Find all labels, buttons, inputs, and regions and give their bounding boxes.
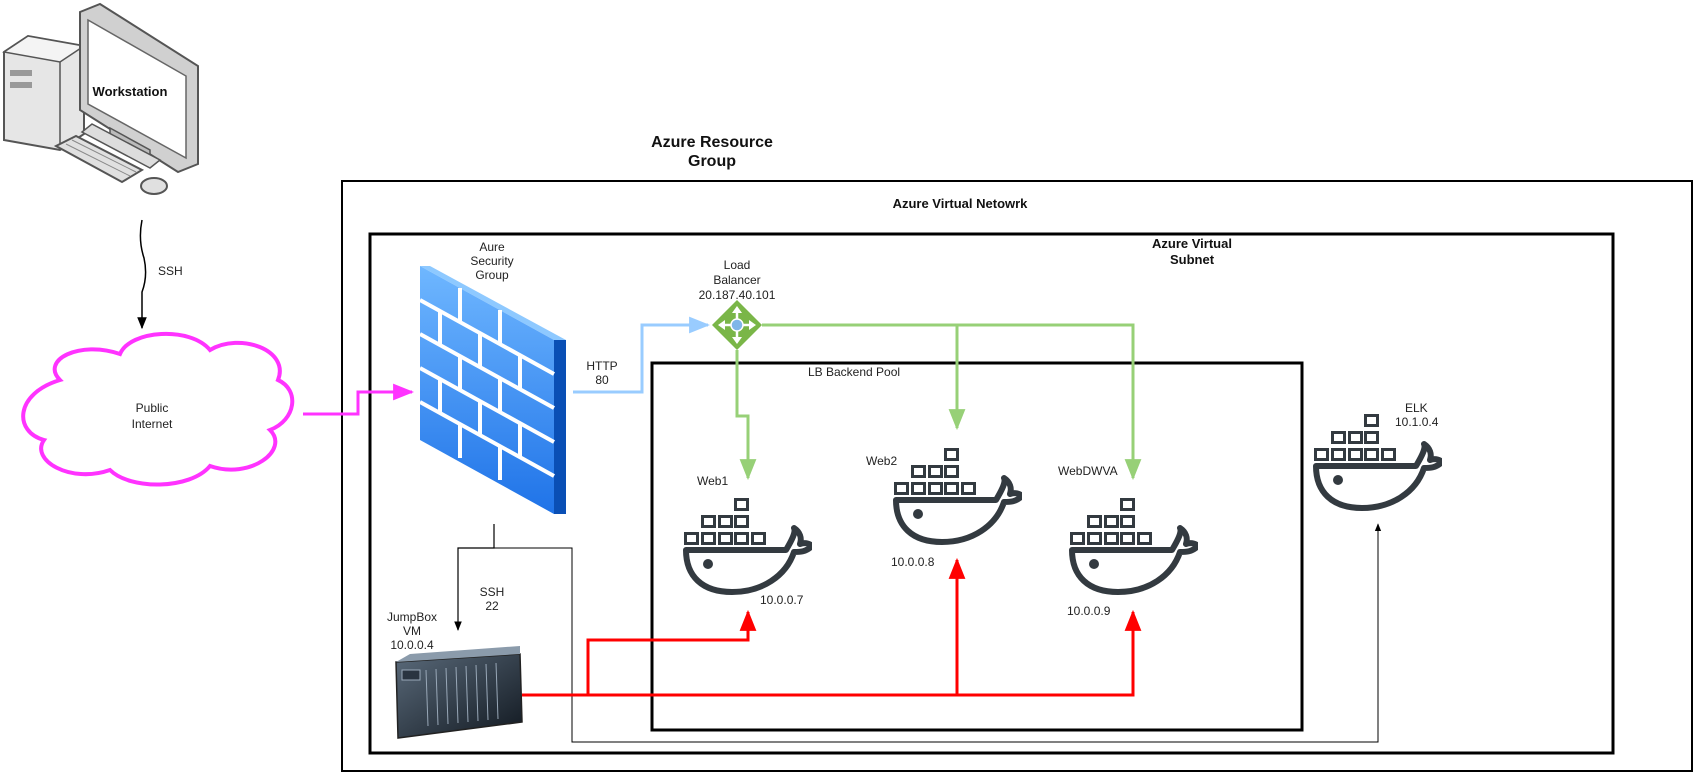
backend-pool-boundary (650, 361, 1304, 732)
workstation-label: Workstation (93, 84, 168, 99)
firewall-icon (419, 266, 566, 514)
ssh22-label-2: 22 (485, 599, 499, 613)
nsg-label-1: Aure (479, 240, 505, 254)
lb-to-webdvwa-link (957, 323, 1142, 481)
public-internet-label-1: Public (136, 401, 169, 415)
docker-icon (1070, 498, 1198, 592)
backend-pool-label: LB Backend Pool (808, 365, 900, 379)
resource-group-label-1: Azure Resource (651, 134, 773, 151)
web2-name-label: Web2 (866, 454, 897, 468)
public-internet-label-2: Internet (132, 417, 173, 431)
nsg-label-2: Security (470, 254, 513, 268)
jumpbox-ip-label: 10.0.0.4 (390, 638, 434, 652)
webdvwa-name-label: WebDWVA (1058, 464, 1118, 478)
workstation-icon (2, 2, 199, 195)
http-link (573, 316, 711, 394)
http-label-2: 80 (595, 373, 609, 387)
elk-ip-label: 10.1.0.4 (1395, 415, 1439, 429)
resource-group-label-2: Group (688, 153, 736, 170)
http-label-1: HTTP (586, 359, 617, 373)
ssh22-link (454, 524, 495, 631)
jumpbox-to-webdvwa-link (522, 609, 1142, 697)
lb-label-1: Load (724, 258, 751, 272)
nsg-label-3: Group (475, 268, 509, 282)
load-balancer-icon (712, 300, 762, 350)
webdvwa-ip-label: 10.0.0.9 (1067, 604, 1111, 618)
lb-to-web1-link (735, 350, 757, 481)
web1-ip-label: 10.0.0.7 (760, 593, 804, 607)
web2-ip-label: 10.0.0.8 (891, 555, 935, 569)
ssh22-label-1: SSH (480, 585, 505, 599)
internet-to-nsg-link (303, 383, 415, 416)
virtual-subnet-label-1: Azure Virtual (1152, 236, 1232, 251)
jumpbox-label-1: JumpBox (387, 610, 437, 624)
jumpbox-to-elk-link (494, 523, 1382, 743)
elk-name-label: ELK (1405, 401, 1428, 415)
virtual-network-boundary (368, 232, 1615, 755)
server-icon (395, 646, 523, 739)
cloud-icon (21, 331, 295, 487)
jumpbox-label-2: VM (403, 624, 421, 638)
lb-label-2: Balancer (713, 273, 760, 287)
virtual-network-label: Azure Virtual Netowrk (893, 196, 1029, 211)
docker-icon (684, 498, 812, 592)
ssh-internet-link (137, 219, 147, 330)
virtual-subnet-label-2: Subnet (1170, 252, 1215, 267)
ssh-top-label: SSH (158, 264, 183, 278)
jumpbox-to-web1-link (586, 609, 757, 695)
lb-ip-label: 20.187.40.101 (699, 288, 776, 302)
resource-group-boundary (341, 180, 1693, 772)
web1-name-label: Web1 (697, 474, 728, 488)
docker-icon (894, 448, 1022, 542)
